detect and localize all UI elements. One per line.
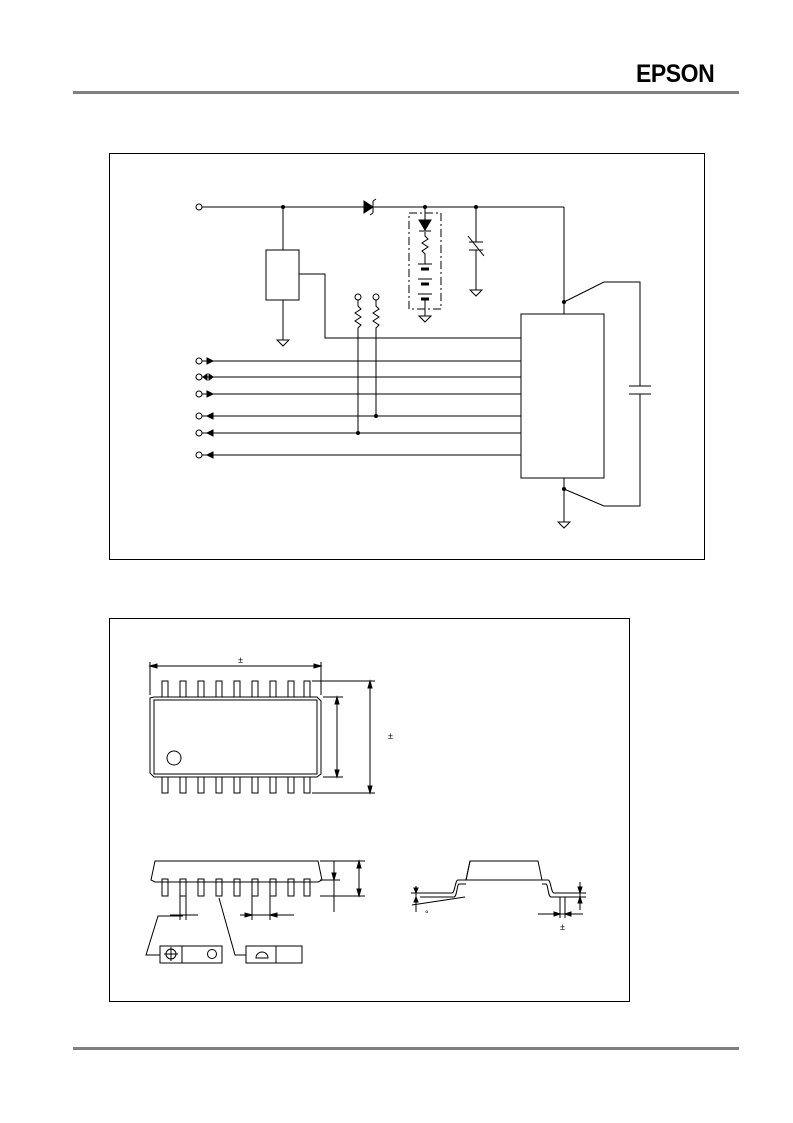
footer-rule [73,1047,739,1050]
resistor-icon [354,300,362,433]
lead-detail [465,860,543,881]
position-tolerance-box [159,945,223,964]
angle-degree-mark: ° [425,909,429,919]
diode-symbol [363,200,374,214]
dim-lead-thickness: ± [560,922,565,932]
resistor-icon [421,232,429,264]
resistor-icon [372,300,380,416]
ground-icon [275,339,291,347]
package-outline-frame [109,618,630,1002]
side-pins [161,878,311,897]
epson-logo: EPSON [636,60,715,88]
dim-overall-length: ± [238,655,243,665]
ic-block [520,313,605,479]
ground-icon [417,315,433,323]
dim-overall-width: ± [388,731,393,741]
pin1-marker [166,750,182,766]
coplanarity-box [245,945,303,964]
circuit-diagram-frame [109,153,705,560]
ground-icon [468,289,484,297]
ground-icon [556,521,572,529]
package-top-view [149,696,322,778]
top-pins [161,680,311,794]
crystal-icon [467,235,485,290]
profile-icon [255,951,269,959]
led-icon [418,219,432,231]
header-rule [73,91,739,94]
mmc-icon [207,949,217,959]
